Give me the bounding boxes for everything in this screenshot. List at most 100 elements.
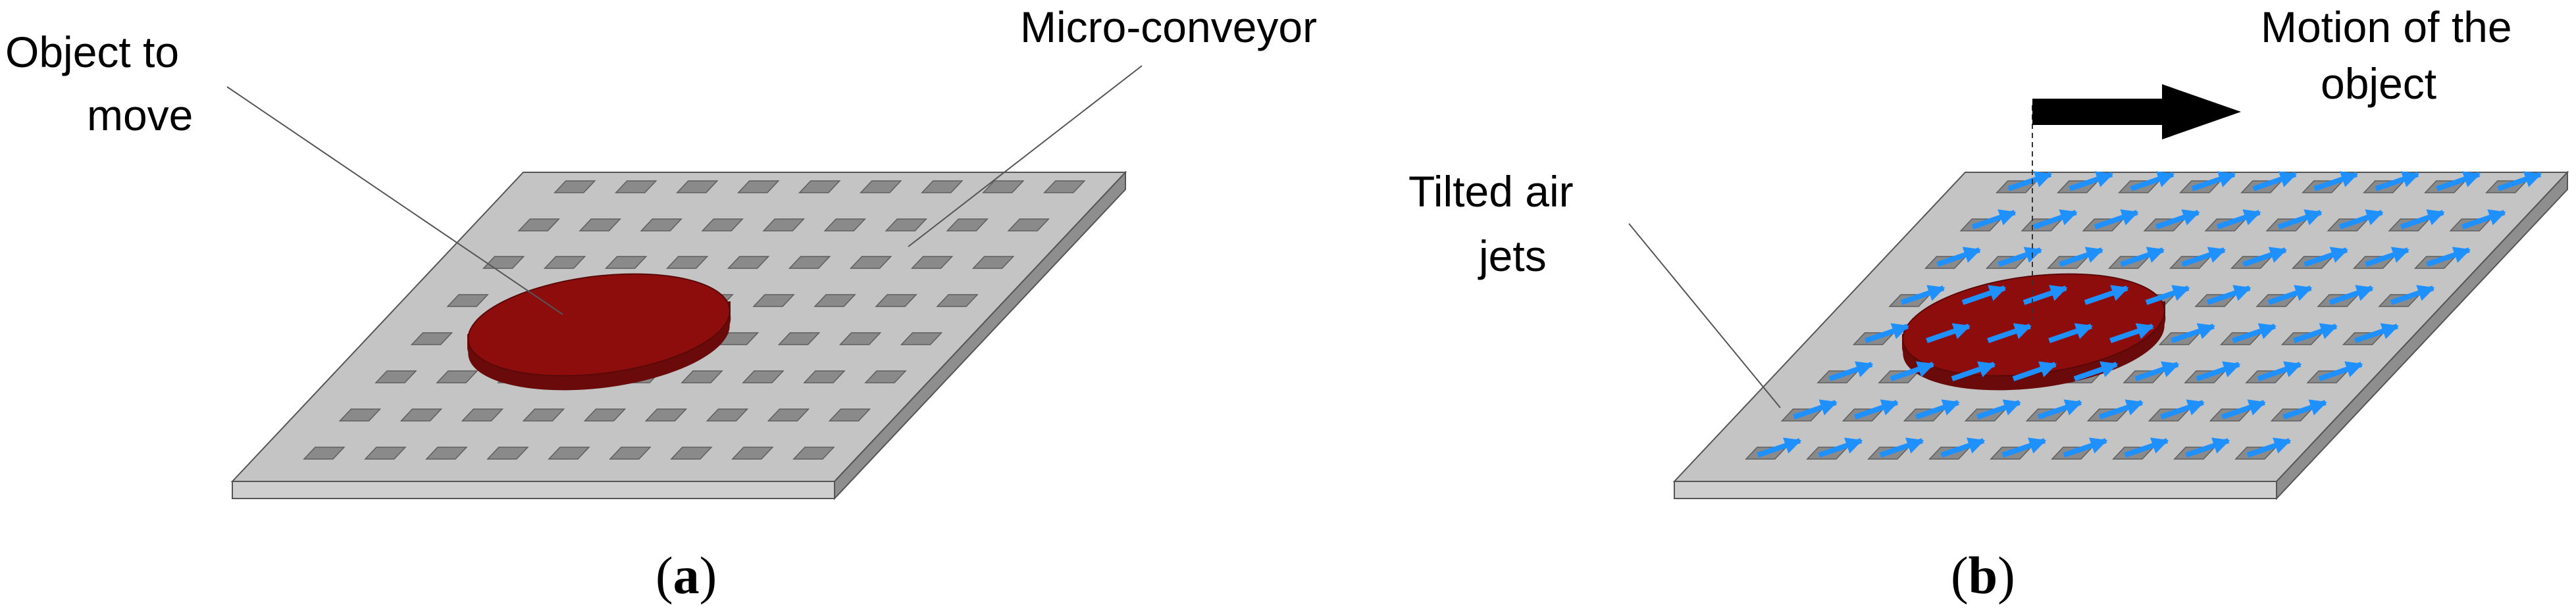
- air-jet-arrow-icon: [2130, 171, 2175, 191]
- panel-a: Object to move Micro-conveyor (a): [5, 3, 1317, 605]
- air-hole: [971, 256, 1015, 269]
- air-hole: [792, 447, 835, 460]
- air-hole: [885, 218, 927, 231]
- air-jet-arrow-icon: [1987, 323, 2032, 343]
- air-jet-arrow-icon: [1951, 361, 1996, 381]
- air-hole: [900, 332, 943, 345]
- leader-line-object: [226, 86, 563, 315]
- caption-b: (b): [1951, 547, 2015, 605]
- air-hole: [583, 408, 627, 422]
- air-jet-arrow-icon: [2313, 171, 2359, 191]
- air-hole: [731, 447, 774, 460]
- air-hole: [910, 256, 954, 269]
- air-hole: [399, 408, 443, 422]
- air-hole: [838, 332, 882, 345]
- air-jet-arrow-icon: [1879, 437, 1924, 458]
- air-jet-arrow-icon: [1926, 323, 1971, 343]
- air-hole: [767, 408, 810, 422]
- air-hole: [762, 218, 805, 231]
- air-jet-arrow-icon: [2001, 437, 2047, 458]
- air-jet-arrow-icon: [2304, 247, 2349, 267]
- air-jet-arrow-icon: [2007, 171, 2053, 191]
- air-jet-arrow-icon: [2365, 247, 2410, 267]
- label-motion-line1: Motion of the: [2261, 3, 2512, 51]
- air-jet-arrow-icon: [2375, 171, 2420, 191]
- air-jet-arrow-icon: [1940, 437, 1986, 458]
- air-jet-arrow-icon: [1854, 399, 1899, 420]
- air-hole: [936, 294, 979, 307]
- air-jet-arrow-icon: [2196, 361, 2241, 381]
- air-jet-arrow-icon: [2191, 171, 2236, 191]
- air-jet-arrow-icon: [2267, 285, 2313, 305]
- air-hole: [701, 218, 744, 231]
- air-jet-arrow-icon: [2400, 209, 2445, 230]
- caption-a: (a): [656, 547, 717, 605]
- air-hole: [609, 447, 652, 460]
- air-jet-arrow-icon: [2063, 437, 2108, 458]
- air-hole: [461, 408, 504, 422]
- air-hole: [742, 370, 785, 383]
- air-jet-arrow-icon: [2257, 361, 2302, 381]
- air-jet-arrow-icon: [1936, 247, 1982, 267]
- plate-front-b: [1674, 481, 2277, 499]
- air-jet-arrow-icon: [1757, 437, 1802, 458]
- air-hole: [615, 180, 657, 193]
- air-jet-arrow-icon: [2120, 247, 2165, 267]
- air-hole: [727, 256, 770, 269]
- air-hole: [921, 180, 964, 193]
- air-jet-arrow-icon: [2124, 437, 2169, 458]
- air-hole: [579, 218, 621, 231]
- air-hole: [517, 218, 560, 231]
- air-jet-arrow-icon: [2216, 209, 2261, 230]
- air-hole: [823, 218, 866, 231]
- air-hole: [644, 408, 688, 422]
- air-jet-arrow-icon: [2390, 285, 2435, 305]
- air-hole: [640, 218, 683, 231]
- air-hole: [364, 447, 407, 460]
- air-jet-arrow-icon: [2048, 323, 2093, 343]
- air-hole: [828, 408, 871, 422]
- air-jet-arrow-icon: [2069, 171, 2114, 191]
- air-hole: [737, 180, 780, 193]
- air-jet-arrow-icon: [1890, 361, 1935, 381]
- air-jet-arrow-icon: [1828, 361, 1874, 381]
- air-hole: [670, 447, 713, 460]
- air-jet-arrow-icon: [2185, 437, 2230, 458]
- label-motion-line2: object: [2321, 59, 2436, 108]
- air-jet-arrow-icon: [2160, 399, 2205, 420]
- label-jets-line1: Tilted air: [1408, 167, 1574, 216]
- air-jet-arrow-icon: [1976, 399, 2021, 420]
- air-hole: [604, 256, 648, 269]
- air-hole: [875, 294, 917, 307]
- air-jet-arrow-icon: [2497, 171, 2542, 191]
- air-jet-arrow-icon: [2293, 323, 2338, 343]
- air-hole: [1043, 180, 1086, 193]
- object-top-a: [467, 273, 731, 377]
- air-hole: [410, 332, 453, 345]
- callout-jets-b: Tilted air jets: [1408, 167, 1781, 408]
- air-hole: [849, 256, 892, 269]
- air-jet-arrow-icon: [2171, 323, 2215, 343]
- air-jet-arrow-icon: [1793, 399, 1838, 420]
- air-jet-arrow-icon: [2246, 437, 2292, 458]
- air-jet-arrow-icon: [1971, 209, 2017, 230]
- air-jet-arrow-icon: [2354, 323, 2399, 343]
- air-hole: [860, 180, 902, 193]
- air-hole: [946, 218, 989, 231]
- air-hole: [665, 256, 709, 269]
- air-jet-arrow-icon: [2206, 285, 2252, 305]
- air-jet-arrow-icon: [2338, 209, 2384, 230]
- air-jet-arrow-icon: [1961, 285, 2007, 305]
- air-jet-arrow-icon: [2073, 361, 2119, 381]
- leader-line-conveyor: [908, 65, 1143, 247]
- plate-side-b: [2276, 170, 2568, 500]
- air-jet-arrow-icon: [2318, 361, 2363, 381]
- air-jet-arrow-icon: [1915, 399, 1960, 420]
- air-hole: [798, 180, 841, 193]
- air-jet-arrow-icon: [2094, 209, 2139, 230]
- label-conveyor: Micro-conveyor: [1020, 3, 1317, 51]
- air-hole: [681, 370, 723, 383]
- air-jet-arrow-icon: [2012, 361, 2057, 381]
- air-jet-arrow-icon: [1900, 285, 1945, 305]
